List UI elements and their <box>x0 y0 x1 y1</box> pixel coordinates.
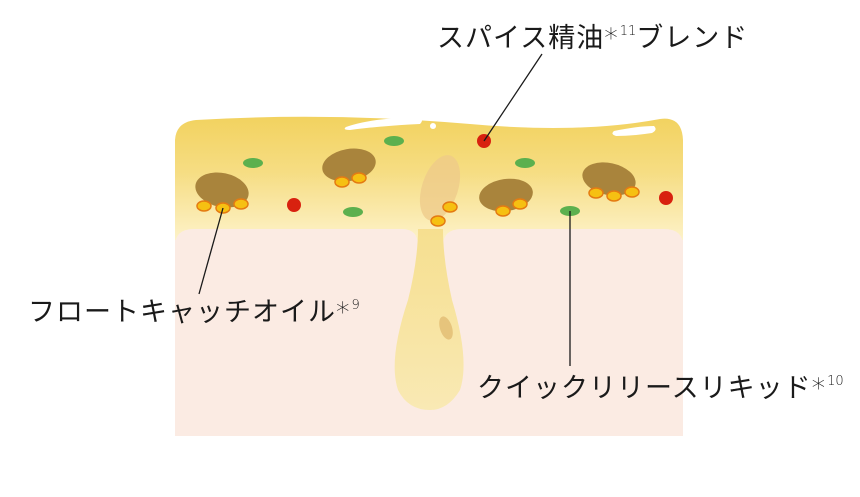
leader-line-float <box>198 207 224 295</box>
skin-block-right <box>443 229 683 436</box>
green-particle <box>515 158 535 168</box>
float-capsule <box>588 187 604 199</box>
label-float-catch-oil: フロートキャッチオイル*9 <box>28 290 360 329</box>
leader-line-spice <box>483 53 543 142</box>
green-particle-group <box>243 136 580 217</box>
shine-highlight <box>344 117 422 130</box>
label-float-text: フロートキャッチオイル* <box>28 297 351 328</box>
float-capsule <box>606 190 622 202</box>
leader-lines <box>198 53 571 366</box>
skin-block-left <box>175 229 418 436</box>
float-capsule-group <box>196 172 640 227</box>
sebum-blob <box>195 172 249 208</box>
green-particle <box>343 207 363 217</box>
label-spice-text: スパイス精油* <box>437 23 619 54</box>
float-capsule <box>233 198 249 210</box>
red-spice-particle <box>659 191 673 205</box>
green-particle <box>384 136 404 146</box>
label-quick-footnote: 10 <box>827 374 844 389</box>
float-capsule <box>196 200 212 212</box>
float-capsule <box>442 201 458 213</box>
float-capsule <box>430 215 446 227</box>
red-spice-particle <box>287 198 301 212</box>
float-capsule <box>512 198 528 210</box>
float-capsule <box>351 172 367 184</box>
pore <box>394 229 464 410</box>
float-capsule <box>334 176 350 188</box>
shine-dot <box>430 123 436 129</box>
label-quick-text: クイックリリースリキッド* <box>477 373 827 404</box>
float-capsule <box>495 205 511 217</box>
label-float-footnote: 9 <box>351 298 360 313</box>
shine-highlight <box>612 126 656 136</box>
float-capsule <box>624 186 640 198</box>
pore-sebum-drop <box>439 316 453 340</box>
label-spice-footnote: 11 <box>619 24 637 39</box>
label-spice-suffix: ブレンド <box>636 23 749 54</box>
label-quick-release-liquid: クイックリリースリキッド*10 <box>477 366 844 405</box>
label-spice-essential-oil-blend: スパイス精油*11ブレンド <box>437 16 748 55</box>
green-particle <box>243 158 263 168</box>
